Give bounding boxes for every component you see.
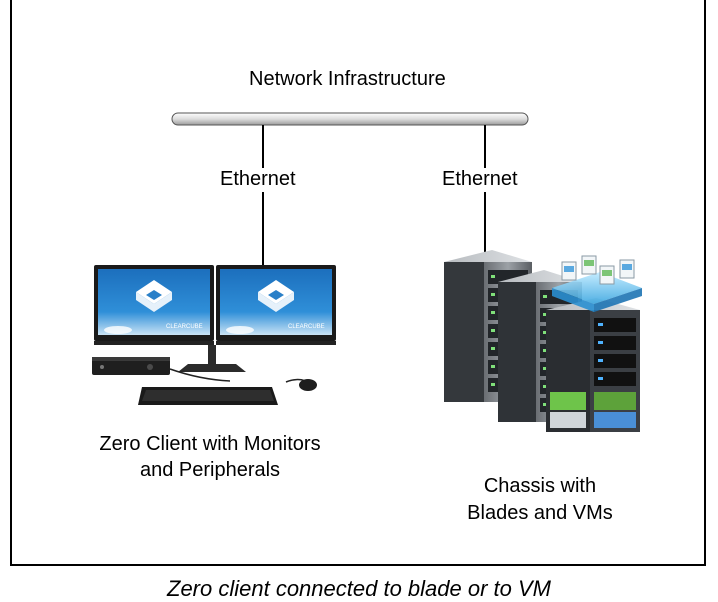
right-ethernet-label: Ethernet [440,168,520,191]
mouse [299,379,317,391]
clearcube-logo-right [258,280,294,312]
network-infrastructure-label: Network Infrastructure [249,68,446,90]
chassis-label-line2: Blades and VMs [467,502,613,524]
monitor-brand-left: CLEARCUBE [166,324,203,330]
chassis-illustration [444,250,642,432]
zero-client-label-line2: and Peripherals [139,459,281,481]
chassis-label-line1: Chassis with [483,475,597,497]
monitor-brand-right: CLEARCUBE [288,324,325,330]
vm-layer [552,272,642,312]
figure-caption: Zero client connected to blade or to VM [167,576,551,601]
clearcube-logo-left [136,280,172,312]
vm-icons [561,255,635,285]
left-monitor [94,265,214,345]
diagram-frame [10,0,706,566]
monitor-stand [208,345,216,367]
network-pipe [171,112,529,126]
zero-client-box [92,357,170,375]
blade-chassis [546,298,640,432]
keyboard [138,387,278,405]
right-monitor [216,265,336,345]
zero-client-illustration [92,265,336,405]
left-ethernet-label: Ethernet [218,168,298,191]
zero-client-label-line1: Zero Client with Monitors [99,433,321,455]
